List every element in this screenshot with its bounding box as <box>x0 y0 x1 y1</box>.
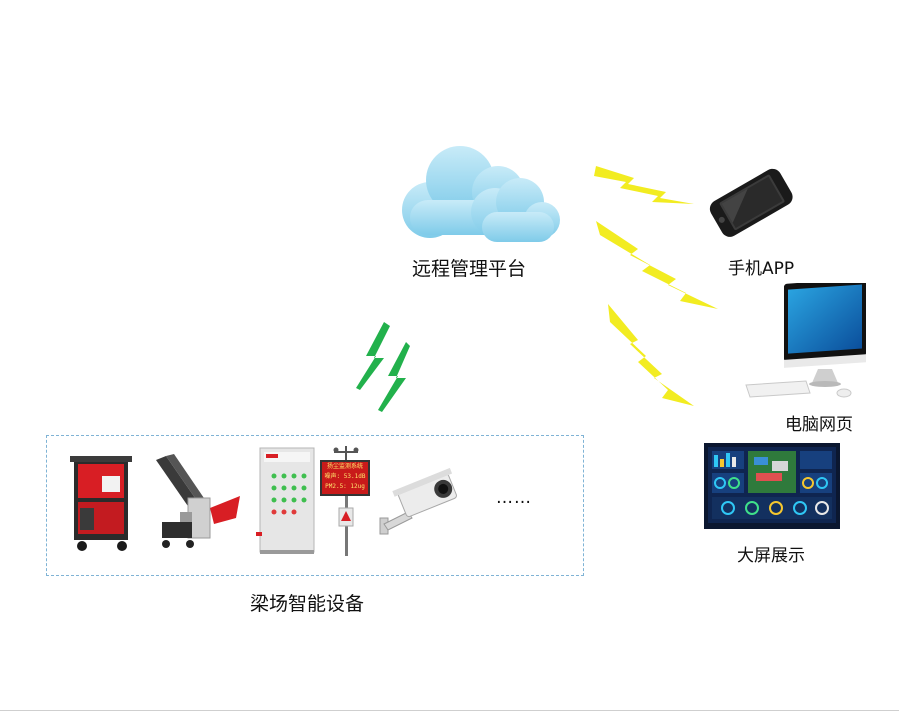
signal-to-web-icon <box>596 221 718 309</box>
desktop-computer-icon <box>745 283 866 398</box>
more-devices-ellipsis: …… <box>496 488 532 508</box>
devices-container <box>46 435 584 576</box>
signal-to-screen-icon <box>608 304 694 406</box>
weather-sensor-icon <box>333 446 359 462</box>
control-cabinet-icon <box>256 447 315 554</box>
dust-monitor: 扬尘监测系统 噪声: 53.1dB PM2.5: 12ug <box>318 446 374 556</box>
bottom-divider <box>0 710 899 711</box>
led-sign-panel: 扬尘监测系统 噪声: 53.1dB PM2.5: 12ug <box>320 460 370 496</box>
grouting-machine-icon <box>156 454 240 548</box>
signal-to-devices-icon <box>356 322 410 412</box>
sign-line-1: 扬尘监测系统 <box>326 463 363 470</box>
cloud-icon <box>402 146 560 242</box>
phone-icon <box>709 168 793 237</box>
monitor-pole-icon <box>338 496 354 556</box>
big-screen-icon <box>704 443 840 529</box>
sign-line-3: PM2.5: 12ug <box>325 483 365 490</box>
devices-label: 梁场智能设备 <box>250 593 365 615</box>
screen-label: 大屏展示 <box>737 546 805 566</box>
signal-to-phone-icon <box>594 166 694 204</box>
web-label: 电脑网页 <box>785 415 853 435</box>
platform-label: 远程管理平台 <box>412 258 527 280</box>
phone-label: 手机APP <box>728 259 795 279</box>
surveillance-camera-icon <box>379 468 457 535</box>
tensioning-machine-icon <box>70 456 132 551</box>
sign-line-2: 噪声: 53.1dB <box>324 473 366 480</box>
